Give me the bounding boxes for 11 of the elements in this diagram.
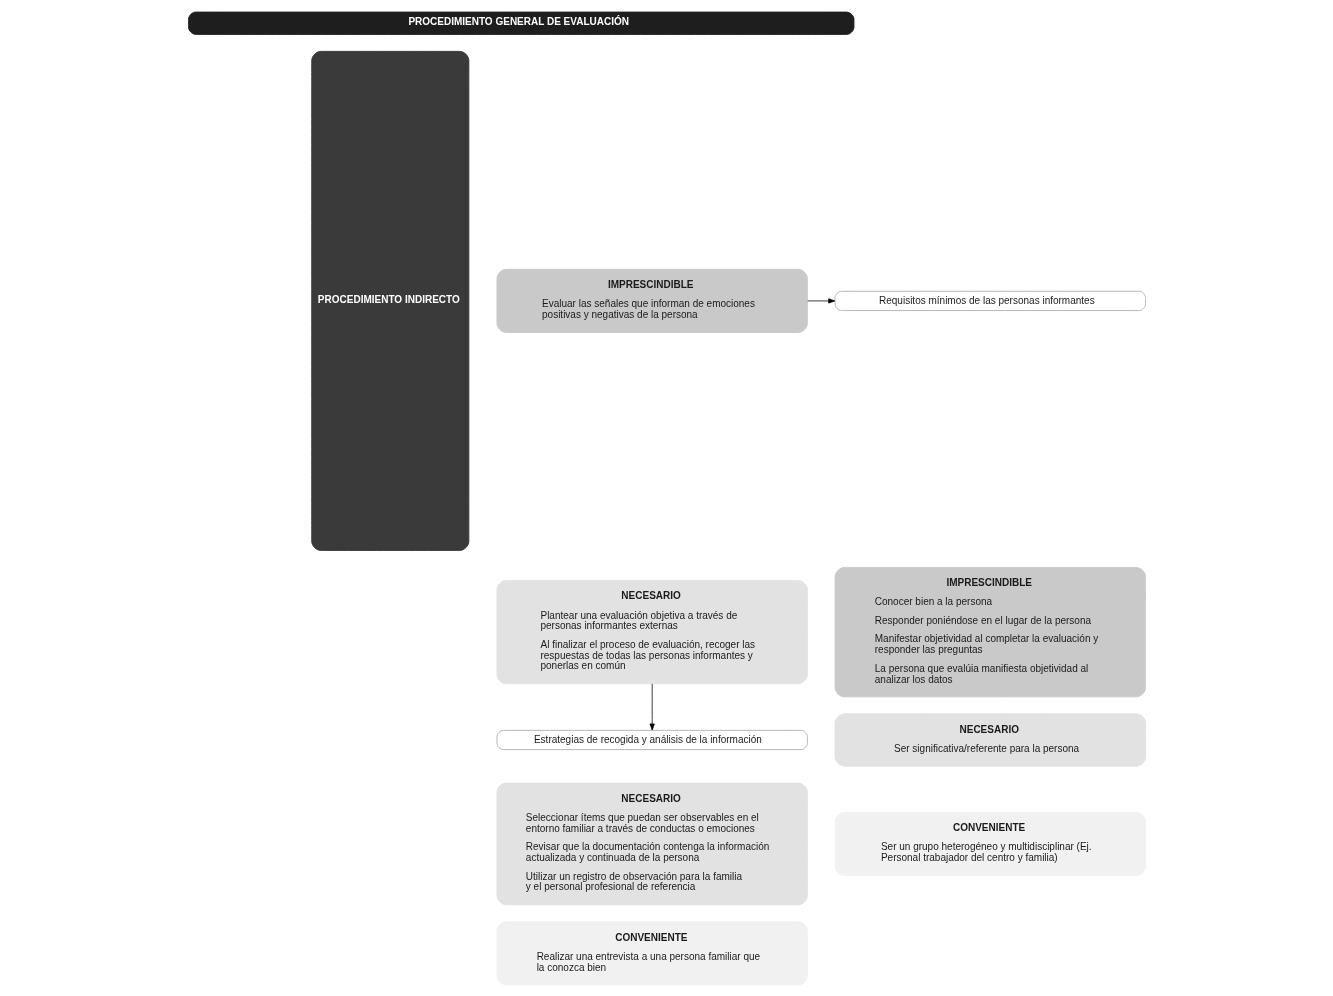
node-box: Requisitos mínimos de las personas informantes <box>834 290 1146 311</box>
node-box: IMPRESCINDIBLE Evaluar las señales que informan de emociones positivas y negativas de la persona <box>496 268 808 333</box>
arrow <box>649 683 655 730</box>
node-box: NECESARIO Seleccionar ítems que puedan ser observables en el entorno familiar a través de conductas o emociones Revisar que la documentación contenga la información actualizada y continuada de la persona Utilizar un registro de observación para la familia y el personal profesional de referencia <box>496 782 808 905</box>
arrow <box>806 297 835 303</box>
node-box: PROCEDIMIENTO GENERAL DE EVALUACIÓN <box>187 11 854 35</box>
node-box: PROCEDIMIENTO INDIRECTO <box>310 50 469 551</box>
node-box: NECESARIO Plantear una evaluación objetiva a través de personas informantes externas Al finalizar el proceso de evaluación, recoger las respuestas de todas las personas informantes y ponerlas en común <box>496 579 808 684</box>
node-box: NECESARIO Ser significativa/referente para la persona <box>834 712 1146 767</box>
node-box: IMPRESCINDIBLE Conocer bien a la persona Responder poniéndose en el lugar de la persona Manifestar objetividad al completar la evaluación y responder las preguntas La persona que evalúia manifiesta objetividad al analizar los datos <box>834 566 1146 697</box>
node-box: Estrategias de recogida y análisis de la información <box>496 729 808 750</box>
